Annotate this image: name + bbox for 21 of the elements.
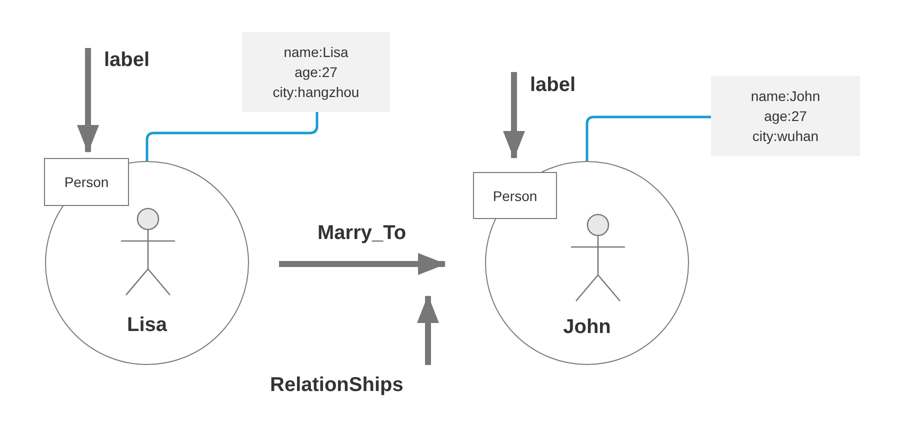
property-box — [242, 32, 390, 112]
arrow — [77, 48, 99, 153]
property-text: age:27 — [294, 63, 338, 82]
connector-line — [586, 116, 711, 161]
arrow — [279, 253, 446, 275]
relationship-text: RelationShips — [270, 374, 430, 400]
property-text: age:27 — [764, 107, 807, 126]
property-text: city:wuhan — [752, 127, 819, 146]
node-name: Lisa — [126, 314, 168, 337]
arrow — [503, 72, 525, 159]
node-name: John — [562, 316, 612, 339]
property-box — [711, 76, 860, 156]
connector-line — [146, 112, 318, 161]
label-text: label — [104, 49, 164, 75]
label-box: Person — [473, 172, 557, 219]
label-text: label — [530, 74, 590, 100]
edge-label: Marry_To — [316, 222, 408, 245]
property-text: name:Lisa — [284, 43, 348, 62]
property-text: city:hangzhou — [272, 83, 360, 102]
property-text: name:John — [750, 87, 820, 106]
arrow — [417, 295, 439, 365]
